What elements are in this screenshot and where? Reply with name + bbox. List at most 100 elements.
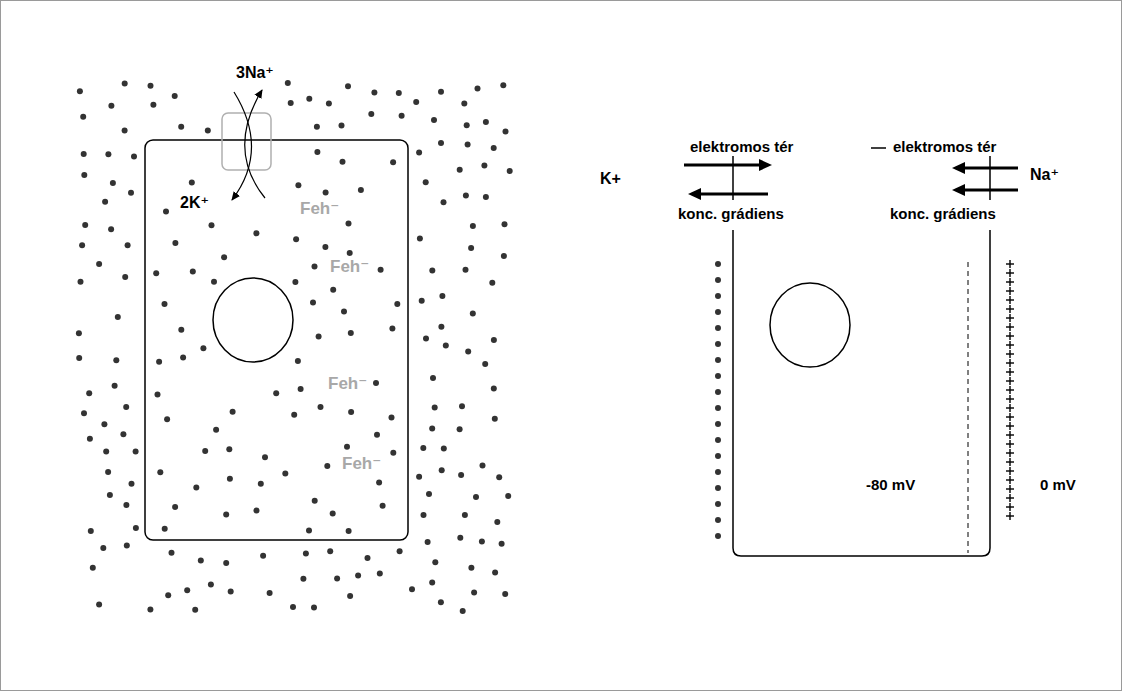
ion-dot xyxy=(432,405,438,411)
plus-sign xyxy=(1006,449,1014,457)
ion-dot xyxy=(221,254,227,260)
ion-dot xyxy=(330,510,336,516)
ion-dot xyxy=(189,180,195,186)
ion-dot xyxy=(346,528,352,534)
ion-dot xyxy=(150,102,156,108)
ion-dot xyxy=(470,223,476,229)
ion-dot xyxy=(355,573,361,579)
plus-stroke xyxy=(1009,440,1010,448)
ion-dot xyxy=(492,570,498,576)
dash-mark xyxy=(871,147,886,149)
ion-dot xyxy=(200,345,206,351)
ion-dot xyxy=(345,83,351,89)
ion-dot xyxy=(470,310,476,316)
ion-label: 3Na⁺ xyxy=(236,64,274,82)
plus-stroke xyxy=(1009,368,1010,376)
ion-dot xyxy=(439,467,445,473)
ion-dot xyxy=(155,391,161,397)
charge-dot xyxy=(715,357,721,363)
ion-label: 2K⁺ xyxy=(180,194,209,212)
ion-dot xyxy=(483,194,489,200)
plus-sign xyxy=(1006,377,1014,385)
ion-dot xyxy=(318,404,324,410)
charge-dot xyxy=(715,453,721,459)
force-label: konc. grádiens xyxy=(678,205,784,222)
arrow-head xyxy=(952,162,965,174)
ion-dot xyxy=(461,100,467,106)
ion-dot xyxy=(419,298,425,304)
ion-dot xyxy=(101,421,107,427)
charge-dot xyxy=(715,405,721,411)
ion-dot xyxy=(396,90,402,96)
ion-dot xyxy=(290,604,296,610)
ion-dot xyxy=(178,327,184,333)
ion-dot xyxy=(193,484,199,490)
plus-stroke xyxy=(1009,476,1010,484)
plus-stroke xyxy=(1009,386,1010,394)
plus-stroke xyxy=(1009,278,1010,286)
plus-stroke xyxy=(1009,458,1010,466)
ion-dot xyxy=(223,512,229,518)
arrow-head xyxy=(952,184,965,196)
charge-dot xyxy=(715,421,721,427)
force-arrow xyxy=(952,162,1018,174)
ion-dot xyxy=(260,553,266,559)
ion-dot xyxy=(413,99,419,105)
ion-dot xyxy=(438,324,444,330)
ion-dot xyxy=(347,250,353,256)
potential-line xyxy=(968,262,969,553)
ion-dot xyxy=(122,274,128,280)
ion-dot xyxy=(115,314,121,320)
charge-dot xyxy=(715,437,721,443)
ion-dot xyxy=(439,293,445,299)
plus-stroke xyxy=(1009,503,1010,511)
plus-stroke xyxy=(1009,296,1010,304)
ion-dot xyxy=(102,199,108,205)
protein-anion-label: Feh⁻ xyxy=(342,454,381,474)
ion-dot xyxy=(156,359,162,365)
ion-dot xyxy=(468,245,474,251)
ion-dot xyxy=(482,361,488,367)
plus-stroke xyxy=(1009,260,1010,268)
ion-dot xyxy=(172,93,178,99)
ion-dot xyxy=(192,607,198,613)
plus-sign xyxy=(1006,431,1014,439)
ion-dot xyxy=(258,481,264,487)
plus-sign xyxy=(1006,341,1014,349)
ion-dot xyxy=(312,263,318,269)
ion-dot xyxy=(312,498,318,504)
ion-dot xyxy=(416,150,422,156)
ion-dot xyxy=(124,542,130,548)
ion-dot xyxy=(291,412,297,418)
plus-sign xyxy=(1006,350,1014,358)
plus-sign xyxy=(1006,386,1014,394)
plus-sign xyxy=(1006,512,1014,520)
ion-dot xyxy=(457,426,463,432)
ion-dot xyxy=(374,432,380,438)
plus-sign xyxy=(1006,395,1014,403)
plus-stroke xyxy=(1009,467,1010,475)
ion-dot xyxy=(344,444,350,450)
ion-dot xyxy=(165,592,171,598)
ion-dot xyxy=(468,565,474,571)
plus-stroke xyxy=(1009,359,1010,367)
ion-dot xyxy=(464,122,470,128)
ion-dot xyxy=(80,114,86,120)
ion-dot xyxy=(253,230,259,236)
ion-dot xyxy=(322,244,328,250)
ion-dot xyxy=(465,141,471,147)
ion-dot xyxy=(267,590,273,596)
plus-stroke xyxy=(1009,323,1010,331)
ion-dot xyxy=(496,474,502,480)
plus-stroke xyxy=(1009,350,1010,358)
ion-dot xyxy=(306,527,312,533)
ion-dot xyxy=(429,580,435,586)
ion-dot xyxy=(293,236,299,242)
ion-dot xyxy=(86,390,92,396)
ion-dot xyxy=(169,550,175,556)
ion-dot xyxy=(502,221,508,227)
ion-dot xyxy=(226,446,232,452)
ion-dot xyxy=(463,193,469,199)
ion-dot xyxy=(96,601,102,607)
ion-dot xyxy=(303,550,309,556)
